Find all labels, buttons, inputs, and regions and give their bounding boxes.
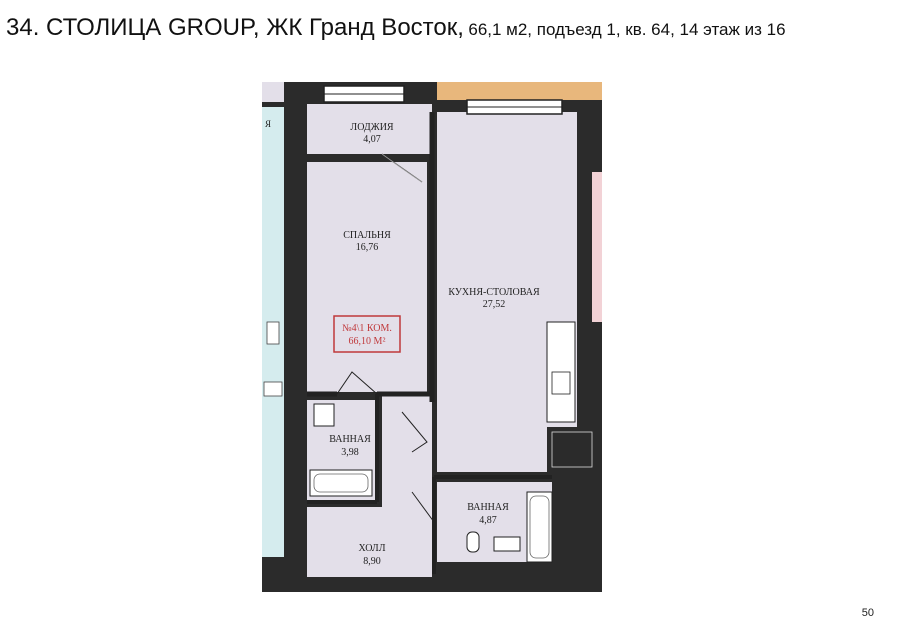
toilet [466,531,480,553]
area-bath-2: 4,87 [479,515,497,526]
area-bath-1: 3,98 [341,447,359,458]
label-loggia: ЛОДЖИЯ [350,122,394,133]
room-hall [307,507,432,577]
heading-details: 66,1 м2, подъезд 1, кв. 64, 14 этаж из 1… [468,20,786,39]
page-number: 50 [861,607,874,619]
label-bedroom: СПАЛЬНЯ [343,230,391,241]
area-bedroom: 16,76 [356,242,379,253]
heading-title: 34. СТОЛИЦА GROUP, ЖК Гранд Восток, [6,14,464,41]
sink-2 [493,536,521,552]
door-swing-kitchen [401,411,428,453]
label-bath-1: ВАННАЯ [329,434,371,445]
label-kitchen: КУХНЯ-СТОЛОВАЯ [448,287,540,298]
neighbor-top [437,82,602,100]
page-heading: 34. СТОЛИЦА GROUP, ЖК Гранд Восток, 66,1… [6,14,786,42]
area-loggia: 4,07 [363,134,381,145]
stamp-line-2: 66,10 М² [349,336,386,347]
bathtub-2 [526,491,553,563]
neighbor-right [592,172,602,322]
edge-label: Я [265,119,271,129]
room-loggia [307,104,432,154]
floor-plan-drawing: Я ЛОДЖИЯ 4,07 СПАЛЬНЯ 16,76 КУХНЯ-СТОЛОВ… [262,82,602,592]
hall-corridor [382,392,432,512]
door-swing-bedroom [336,371,378,395]
stamp-line-1: №4\1 КОМ. [342,323,392,334]
area-kitchen: 27,52 [483,299,506,310]
label-bath-2: ВАННАЯ [467,502,509,513]
area-hall: 8,90 [363,556,381,567]
floor-plan: Я ЛОДЖИЯ 4,07 СПАЛЬНЯ 16,76 КУХНЯ-СТОЛОВ… [262,82,602,592]
sink-1 [313,403,335,427]
neighbor-corner [262,82,284,102]
kitchen-stove [551,371,571,395]
apartment-stamp [333,315,401,353]
room-bedroom [307,162,427,392]
door-swing-bath [411,491,435,523]
label-hall: ХОЛЛ [358,543,385,554]
